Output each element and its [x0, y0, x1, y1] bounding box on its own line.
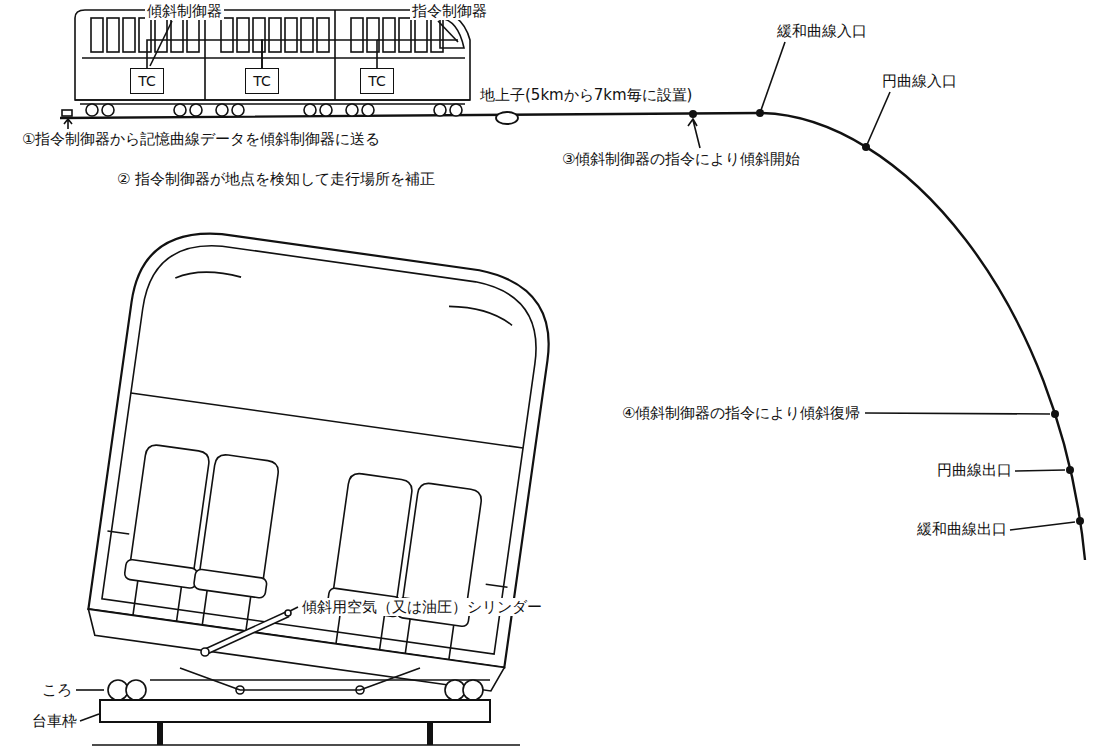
window — [123, 18, 135, 52]
seat-leg — [133, 581, 181, 622]
callout-label: 台車枠 — [30, 712, 79, 730]
window — [139, 18, 151, 52]
callout-label: 指令制御器 — [410, 2, 489, 20]
wheel — [346, 104, 358, 116]
wheel — [86, 104, 98, 116]
window — [91, 18, 103, 52]
wheel — [216, 104, 228, 116]
window — [269, 18, 281, 52]
window — [431, 18, 443, 52]
wheel — [190, 104, 202, 116]
window — [383, 18, 395, 52]
control-wire — [262, 40, 377, 68]
box-label: TC — [362, 70, 392, 92]
controller-box: TC — [130, 68, 164, 94]
wheel — [304, 104, 316, 116]
callout-label: ③傾斜制御器の指令により傾斜開始 — [560, 150, 802, 168]
seat-group — [119, 443, 487, 662]
window — [237, 18, 249, 52]
window — [351, 18, 363, 52]
callout-label: 地上子(5kmから7km毎に設置) — [478, 86, 694, 104]
wheel — [434, 104, 446, 116]
wheel — [362, 104, 374, 116]
wheel — [320, 104, 332, 116]
controller-box: TC — [360, 68, 394, 94]
window — [107, 18, 119, 52]
window — [221, 18, 233, 52]
callout-label: ④傾斜制御器の指令により傾斜復帰 — [620, 404, 862, 422]
wheel-row — [86, 104, 462, 116]
wheel — [174, 104, 186, 116]
window — [399, 18, 411, 52]
box-label: TC — [132, 70, 162, 92]
window — [285, 18, 297, 52]
window — [317, 18, 329, 52]
callout-label: 円曲線入口 — [880, 72, 959, 90]
seat-leg — [405, 619, 453, 660]
callout-label: 緩和曲線出口 — [915, 520, 1009, 538]
callout-label: 円曲線出口 — [935, 461, 1014, 479]
window — [253, 18, 265, 52]
window — [187, 18, 199, 52]
seat-leg — [202, 590, 250, 631]
window-row — [91, 18, 443, 52]
wheel — [450, 104, 462, 116]
seat-cushion — [193, 569, 267, 599]
box-label: TC — [247, 70, 277, 92]
callout-label: 傾斜用空気（又は油圧）シリンダー — [300, 598, 544, 616]
armrest — [107, 531, 507, 587]
callout-label: ころ — [40, 681, 74, 699]
window — [171, 18, 183, 52]
callout-label: 緩和曲線入口 — [775, 22, 869, 40]
window — [301, 18, 313, 52]
window — [415, 18, 427, 52]
wheel — [232, 104, 244, 116]
control-wire — [147, 40, 262, 68]
control-wire-extension — [377, 39, 458, 41]
wheel — [102, 104, 114, 116]
controller-box: TC — [245, 68, 279, 94]
callout-label: 傾斜制御器 — [145, 2, 224, 20]
callout-label: ② 指令制御器が地点を検知して走行場所を補正 — [115, 170, 437, 188]
seat-cushion — [124, 559, 198, 589]
callout-label: ①指令制御器から記憶曲線データを傾斜制御器に送る — [20, 130, 382, 148]
